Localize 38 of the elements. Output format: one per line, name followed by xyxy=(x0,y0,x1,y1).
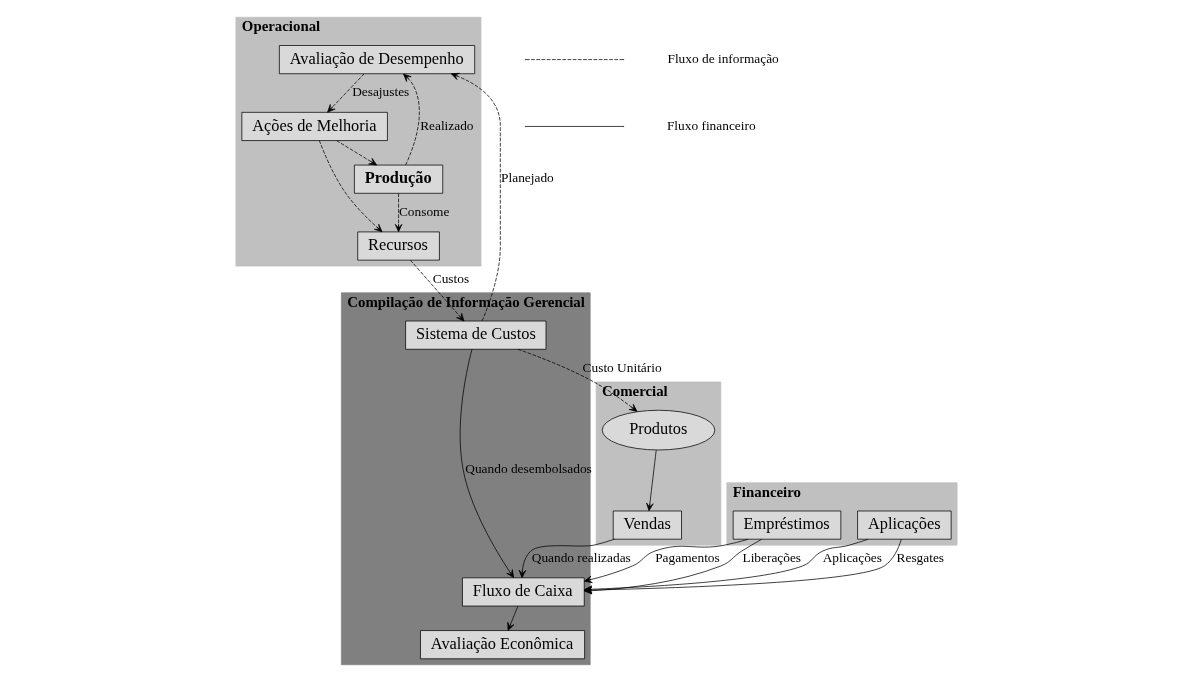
node-box: Vendas xyxy=(612,510,682,540)
node-box: Ações de Melhoria xyxy=(241,111,388,141)
arrow xyxy=(459,348,514,578)
edge-label: Consome xyxy=(398,203,449,219)
edge-label: Custo Unitário xyxy=(582,359,662,375)
node-box: Avaliação Econômica xyxy=(419,630,585,660)
arrow xyxy=(450,72,501,322)
node-box: Aplicações xyxy=(856,510,951,540)
arrow xyxy=(326,73,364,113)
edge-label: Aplicações xyxy=(822,549,882,565)
edge-label: Pagamentos xyxy=(654,549,720,565)
arrow xyxy=(409,259,464,322)
edge-label: Liberações xyxy=(741,549,801,565)
edge-label: Planejado xyxy=(500,170,554,186)
node-box: Avaliação de Desempenho xyxy=(278,45,475,75)
node-box: Recursos xyxy=(356,231,440,261)
node-box: Empréstimos xyxy=(732,510,841,540)
node-box: Sistema de Custos xyxy=(404,320,546,350)
edge-label: Resgates xyxy=(896,549,944,565)
edge-label: Realizado xyxy=(419,117,474,133)
arrow xyxy=(506,605,518,631)
arrow xyxy=(335,140,377,166)
edge-label: Quando realizadas xyxy=(531,549,631,565)
legend-label: Fluxo financeiro xyxy=(666,117,756,133)
arrow xyxy=(518,538,615,579)
node-box: Fluxo de Caixa xyxy=(461,577,585,607)
arrow xyxy=(645,449,657,512)
arrow xyxy=(394,193,402,233)
legend-label: Fluxo de informação xyxy=(666,50,779,66)
edge-label: Desajustes xyxy=(351,84,409,100)
edge-label: Quando desembolsados xyxy=(464,460,592,476)
arrow xyxy=(318,140,382,233)
node-box: Produção xyxy=(353,164,443,194)
edge-label: Custos xyxy=(432,270,469,286)
arrow xyxy=(402,73,420,166)
arrow xyxy=(583,538,748,584)
arrow xyxy=(517,348,637,412)
node-ellipse: Produtos xyxy=(601,409,715,451)
